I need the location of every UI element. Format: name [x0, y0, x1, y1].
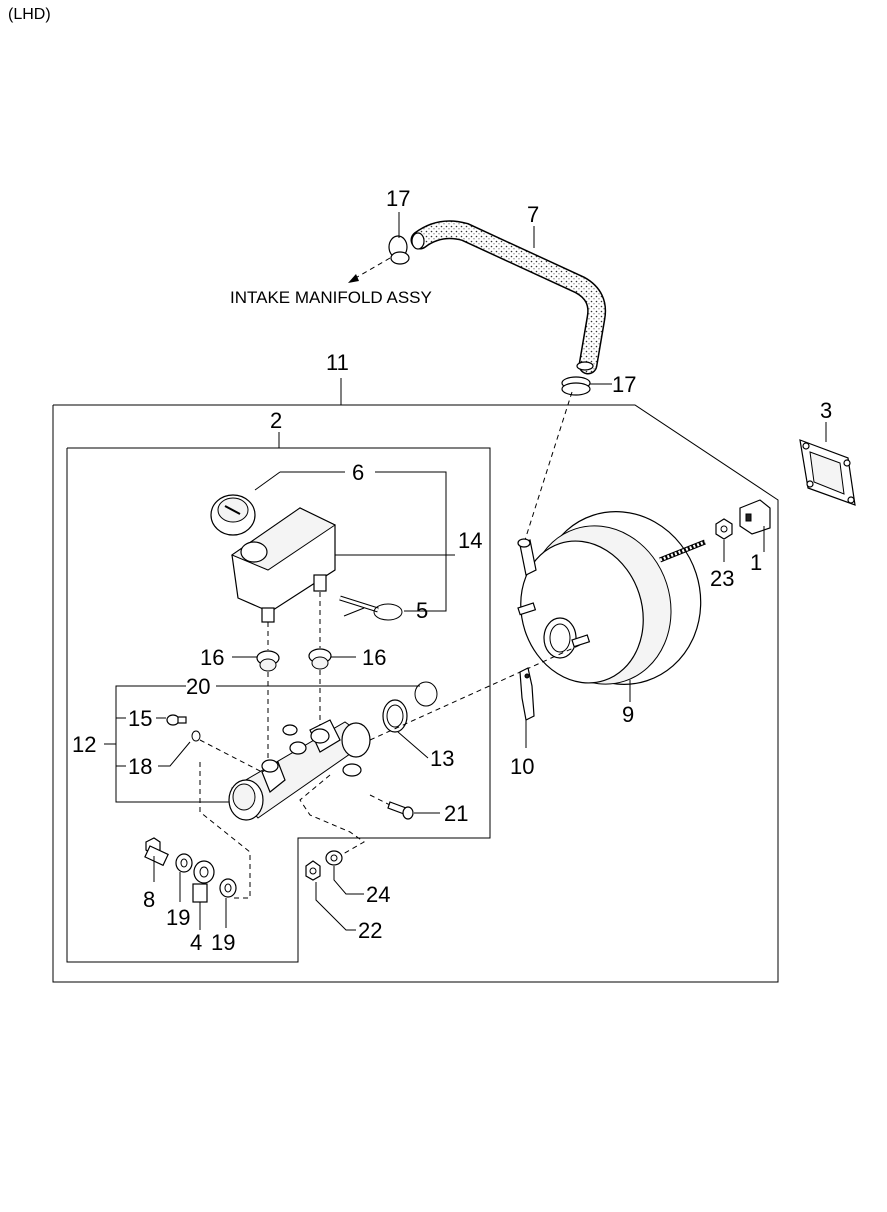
clevis-nut: [715, 518, 733, 562]
washer-right: [219, 878, 237, 928]
hose-clip-top: [388, 212, 410, 265]
callout-1: 1: [750, 550, 762, 575]
callout-20: 20: [186, 674, 210, 699]
callout-5: 5: [416, 598, 428, 623]
banjo-union: [192, 860, 215, 930]
booster-bracket: [519, 667, 535, 748]
reservoir-grommet-left: [232, 650, 280, 672]
callout-24: 24: [366, 882, 390, 907]
cylinder-seal: [382, 699, 429, 759]
booster-washer: [325, 850, 364, 895]
assembly-frame-inner: [66, 447, 491, 963]
hose-clip-lower: [561, 376, 612, 396]
callout-22: 22: [358, 918, 382, 943]
callout-10: 10: [510, 754, 534, 779]
small-o-ring: [191, 730, 201, 742]
callout-19-right: 19: [211, 930, 235, 955]
brake-fitting: [144, 837, 169, 882]
callout-13: 13: [430, 746, 454, 771]
intake-manifold-arrow: [348, 257, 391, 283]
callout-11: 11: [326, 350, 349, 375]
callout-4: 4: [190, 930, 202, 955]
master-cylinder: [228, 719, 371, 821]
callout-21: 21: [444, 801, 468, 826]
callout-15: 15: [128, 706, 152, 731]
reservoir-pin: [339, 595, 412, 621]
booster-gasket: [799, 422, 856, 506]
bleeder-bolt: [166, 714, 187, 726]
callout-18: 18: [128, 754, 152, 779]
callout-12: 12: [72, 732, 96, 757]
callout-2: 2: [270, 408, 282, 433]
intake-manifold-label: INTAKE MANIFOLD ASSY: [230, 288, 432, 307]
callout-23: 23: [710, 566, 734, 591]
assembly-frame-outer: [52, 404, 779, 983]
callout-17-top: 17: [386, 186, 410, 211]
reservoir-cap: [210, 471, 345, 536]
variant-label: (LHD): [8, 6, 51, 23]
clevis: [739, 499, 771, 552]
callout-9: 9: [622, 702, 634, 727]
reservoir-tank: [230, 507, 337, 623]
reservoir-grommet-right: [308, 648, 356, 670]
snap-ring: [414, 681, 438, 707]
callout-17-lower: 17: [612, 372, 636, 397]
callout-7: 7: [527, 202, 539, 227]
washer-left: [175, 853, 193, 902]
brake-booster: [517, 511, 706, 702]
callout-16-right: 16: [362, 645, 386, 670]
mounting-screw: [369, 794, 440, 820]
vacuum-hose: [410, 220, 607, 375]
booster-nut: [305, 860, 356, 931]
callout-6: 6: [352, 460, 364, 485]
callout-3: 3: [820, 398, 832, 423]
callout-8: 8: [143, 887, 155, 912]
callout-19-left: 19: [166, 905, 190, 930]
callout-16-left: 16: [200, 645, 224, 670]
callout-14: 14: [458, 528, 482, 553]
